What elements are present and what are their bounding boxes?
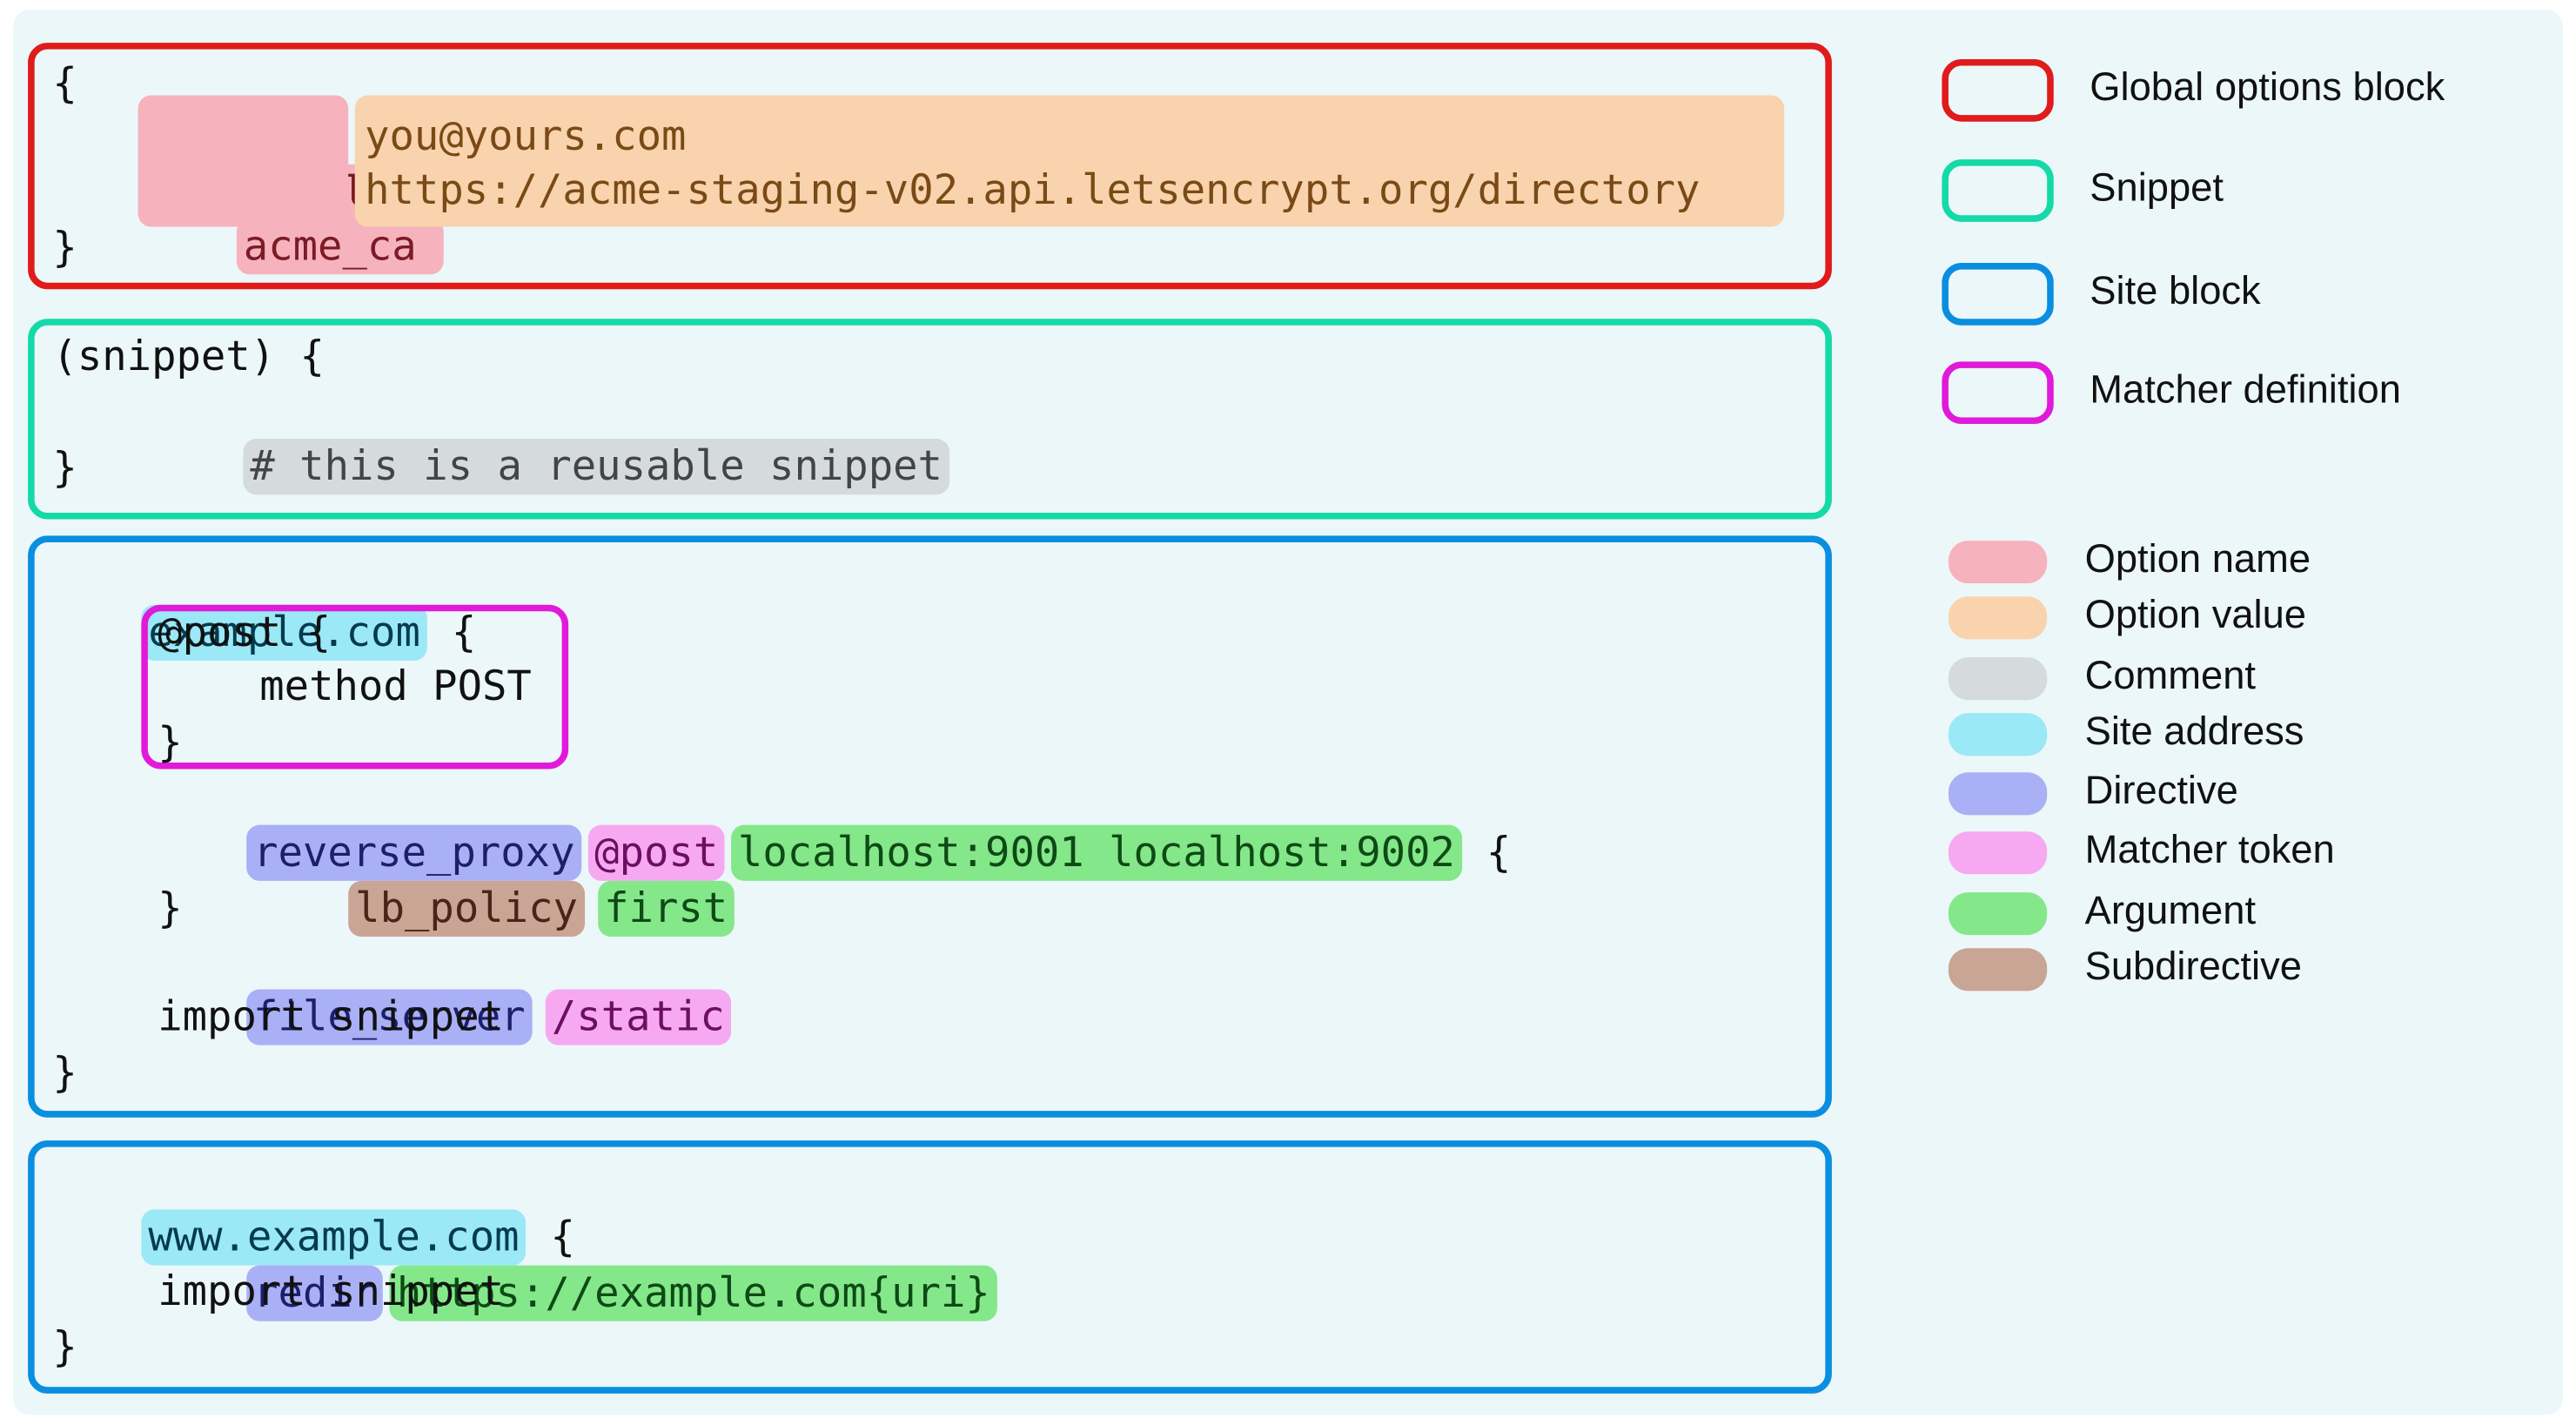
global-open-brace: { [52, 58, 77, 107]
site-block-www [28, 1140, 1832, 1394]
legend-swatch-directive [1948, 772, 2048, 816]
site2-open-brace: { [550, 1213, 575, 1260]
legend-swatch-global [1942, 58, 2054, 122]
matcher-close: } [158, 717, 183, 766]
directive-redir: redir [246, 1265, 384, 1321]
matcher-open: @post { [158, 608, 332, 656]
legend-swatch-site-address [1948, 713, 2048, 756]
legend-swatch-subdirective [1948, 948, 2048, 991]
legend-swatch-matcher-token [1948, 831, 2048, 875]
site2-header-line: www.example.com { [43, 1153, 575, 1321]
legend-swatch-snippet [1942, 159, 2054, 222]
option-value-group: you@yours.com https://acme-staging-v02.a… [354, 95, 1785, 374]
legend-label-matcher-token: Matcher token [2084, 828, 2335, 873]
site2-close-brace: } [52, 1322, 77, 1371]
site1-import: import snippet [158, 992, 505, 1040]
matcher-token-static: /static [545, 989, 732, 1045]
site1-open-brace: { [451, 608, 477, 656]
legend-label-subdirective: Subdirective [2084, 944, 2302, 990]
snippet-header: (snippet) { [52, 332, 325, 380]
snippet-comment: # this is a reusable snippet [243, 439, 949, 495]
legend-label-comment: Comment [2084, 654, 2257, 699]
matcher-token-post: @post [587, 824, 725, 881]
snippet-comment-line: # this is a reusable snippet [144, 383, 949, 551]
matcher-body: method POST [259, 662, 532, 710]
legend-label-option-value: Option value [2084, 593, 2307, 638]
site1-header-line: example.com { [43, 549, 476, 717]
directive-file-server: file_server [246, 989, 533, 1045]
legend-label-matcher: Matcher definition [2090, 367, 2401, 413]
legend-label-snippet: Snippet [2090, 165, 2224, 211]
proxy-open-brace: { [1486, 828, 1512, 877]
legend-swatch-site [1942, 263, 2054, 326]
argument-redir-target: https://example.com{uri} [390, 1265, 997, 1321]
site-address-example: example.com [141, 604, 427, 661]
site2-import: import snippet [158, 1267, 505, 1315]
directive-reverse-proxy: reverse_proxy [246, 824, 582, 881]
legend-label-site: Site block [2090, 269, 2261, 314]
global-options-block [28, 43, 1832, 290]
site1-close-brace: } [52, 1048, 77, 1097]
argument-first: first [597, 880, 735, 938]
matcher-definition-box [141, 604, 569, 770]
option-name-bg [138, 95, 349, 227]
file-server-line: file_server/static [148, 933, 732, 1101]
argument-backends: localhost:9001 localhost:9002 [731, 824, 1462, 881]
subdirective-lb-policy: lb_policy [348, 880, 585, 938]
global-close-brace: } [52, 223, 77, 272]
legend-swatch-matcher [1942, 361, 2054, 425]
legend-label-option-name: Option name [2084, 537, 2311, 582]
legend-swatch-option-value [1948, 596, 2048, 640]
proxy-close-brace: } [158, 884, 183, 932]
option-value-email: you@yours.com [365, 111, 687, 160]
option-name-acme-ca: acme_ca [237, 218, 445, 275]
legend-swatch-argument [1948, 892, 2048, 936]
legend-label-site-address: Site address [2084, 709, 2304, 755]
site-address-www: www.example.com [141, 1209, 527, 1266]
legend-label-directive: Directive [2084, 769, 2238, 814]
option-value-acme-ca: https://acme-staging-v02.api.letsencrypt… [365, 165, 1701, 214]
global-option-acme-line: acme_ca [138, 163, 445, 331]
snippet-close: } [52, 443, 77, 492]
snippet-block [28, 319, 1832, 520]
site-block-example [28, 535, 1832, 1118]
legend-label-argument: Argument [2084, 889, 2257, 934]
option-value-bg [354, 95, 1785, 227]
legend-swatch-comment [1948, 657, 2048, 701]
legend-label-global: Global options block [2090, 65, 2445, 111]
legend-swatch-option-name [1948, 541, 2048, 584]
